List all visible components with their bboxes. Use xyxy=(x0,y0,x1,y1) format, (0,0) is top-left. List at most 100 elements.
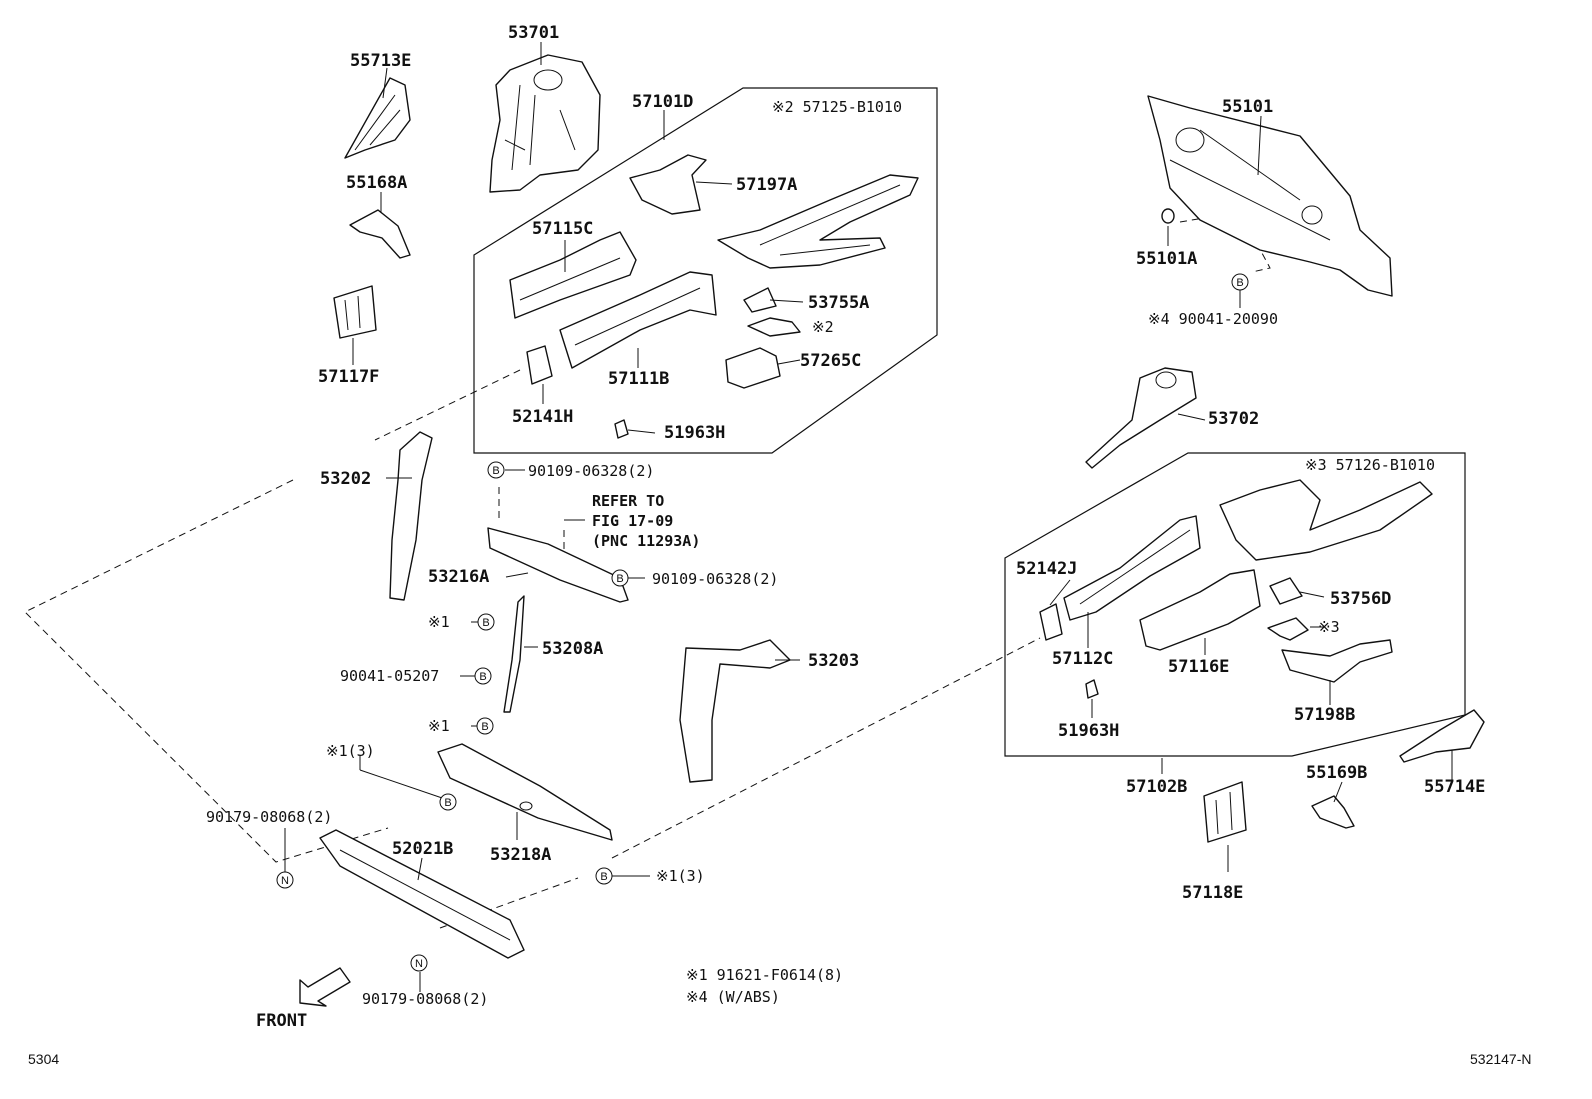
part-57117F-shape xyxy=(333,285,377,339)
part-51963H-a-shape xyxy=(614,419,629,439)
label-55168A: 55168A xyxy=(346,173,407,193)
label-note1-a: ※1 xyxy=(428,613,450,631)
part-52021B-shape xyxy=(319,829,525,959)
part-55714E-shape xyxy=(1399,709,1485,763)
illustration-id: 532147-N xyxy=(1470,1051,1532,1067)
part-57265C-shape xyxy=(725,347,781,389)
part-57116E-shape xyxy=(1139,569,1261,651)
svg-text:B: B xyxy=(492,465,499,477)
part-53755A-shape xyxy=(743,287,777,313)
label-57198B: 57198B xyxy=(1294,705,1355,725)
marker-b-note1-a: B xyxy=(477,613,495,631)
dashed-guide-outline xyxy=(24,479,389,863)
part-57111B-shape xyxy=(559,271,717,369)
assembly-box-57101D xyxy=(473,87,938,454)
label-note3: ※3 xyxy=(1318,618,1340,636)
part-57125-shape xyxy=(717,174,919,269)
marker-b-90109-b: B xyxy=(611,569,629,587)
marker-b-note1-3b: B xyxy=(595,867,613,885)
svg-text:N: N xyxy=(415,958,423,970)
part-51963H-b-shape xyxy=(1085,679,1099,699)
label-57126-B1010: ※3 57126-B1010 xyxy=(1305,456,1435,474)
label-57197A: 57197A xyxy=(736,175,797,195)
label-55713E: 55713E xyxy=(350,51,411,71)
front-arrow-icon xyxy=(299,967,351,1007)
label-53203: 53203 xyxy=(808,651,859,671)
leader-lines xyxy=(284,42,1453,992)
part-53756D-shape xyxy=(1269,577,1303,605)
dashed-guide-left xyxy=(374,369,521,441)
label-57116E: 57116E xyxy=(1168,657,1229,677)
label-51963H-a: 51963H xyxy=(664,423,725,443)
legend-note4: ※4 (W/ABS) xyxy=(686,988,780,1006)
label-55169B: 55169B xyxy=(1306,763,1367,783)
label-53755A: 53755A xyxy=(808,293,869,313)
label-53702: 53702 xyxy=(1208,409,1259,429)
part-57115C-shape xyxy=(509,231,637,319)
dashed-guide-right xyxy=(611,637,1041,859)
label-57265C: 57265C xyxy=(800,351,861,371)
label-90109-06328-a: 90109-06328(2) xyxy=(528,462,654,480)
marker-n-90179-a: N xyxy=(276,871,294,889)
svg-text:B: B xyxy=(444,797,451,809)
label-53218A: 53218A xyxy=(490,845,551,865)
label-53756D: 53756D xyxy=(1330,589,1391,609)
legend-note1: ※1 91621-F0614(8) xyxy=(686,966,843,984)
part-57118E-shape xyxy=(1203,781,1247,843)
refer-line-1: REFER TO xyxy=(592,492,664,510)
refer-line-3: (PNC 11293A) xyxy=(592,532,700,550)
svg-text:B: B xyxy=(600,871,607,883)
label-53701: 53701 xyxy=(508,23,559,43)
label-52021B: 52021B xyxy=(392,839,453,859)
label-note2: ※2 xyxy=(812,318,834,336)
label-52142J: 52142J xyxy=(1016,559,1077,579)
marker-b-90041-05207: B xyxy=(474,667,492,685)
label-55101: 55101 xyxy=(1222,97,1273,117)
label-57102B: 57102B xyxy=(1126,777,1187,797)
part-55169B-shape xyxy=(1311,795,1355,829)
part-53203-shape xyxy=(679,639,791,783)
part-53218A-shape xyxy=(437,743,613,841)
part-52142J-shape xyxy=(1039,603,1063,641)
label-57115C: 57115C xyxy=(532,219,593,239)
svg-text:B: B xyxy=(616,573,623,585)
svg-text:B: B xyxy=(479,671,486,683)
label-52141H: 52141H xyxy=(512,407,573,427)
part-52141H-shape xyxy=(526,345,553,385)
label-51963H-b: 51963H xyxy=(1058,721,1119,741)
label-57112C: 57112C xyxy=(1052,649,1113,669)
svg-text:B: B xyxy=(1236,277,1243,289)
label-90179-08068-b: 90179-08068(2) xyxy=(362,990,488,1008)
part-57197A-shape xyxy=(629,154,707,215)
part-53202-shape xyxy=(389,431,433,601)
label-53208A: 53208A xyxy=(542,639,603,659)
svg-text:B: B xyxy=(481,721,488,733)
part-57112C-shape xyxy=(1063,515,1201,621)
label-90041-05207: 90041-05207 xyxy=(340,667,439,685)
part-57198B-shape xyxy=(1281,639,1393,683)
svg-text:B: B xyxy=(482,617,489,629)
label-57118E: 57118E xyxy=(1182,883,1243,903)
label-90109-06328-b: 90109-06328(2) xyxy=(652,570,778,588)
label-90179-08068-a: 90179-08068(2) xyxy=(206,808,332,826)
marker-b-note1-b: B xyxy=(476,717,494,735)
marker-b-note1-3a: B xyxy=(439,793,457,811)
label-53202: 53202 xyxy=(320,469,371,489)
label-90041-20090: ※4 90041-20090 xyxy=(1148,310,1278,328)
label-57111B: 57111B xyxy=(608,369,669,389)
part-note3-shape xyxy=(1267,617,1309,641)
front-label: FRONT xyxy=(256,1011,307,1031)
label-57101D: 57101D xyxy=(632,92,693,112)
label-53216A: 53216A xyxy=(428,567,489,587)
part-55101A-shape xyxy=(1161,208,1175,224)
figure-number: 5304 xyxy=(28,1051,59,1067)
part-53208A-shape xyxy=(503,595,525,713)
part-55168A-shape xyxy=(349,209,411,259)
part-55101-shape xyxy=(1147,95,1393,297)
part-57126-shape xyxy=(1219,479,1433,561)
label-57125-B1010: ※2 57125-B1010 xyxy=(772,98,902,116)
part-note2-shape xyxy=(747,317,801,337)
marker-b-90041-20090: B xyxy=(1231,273,1249,291)
label-55714E: 55714E xyxy=(1424,777,1485,797)
label-note1-3-a: ※1(3) xyxy=(326,742,375,760)
